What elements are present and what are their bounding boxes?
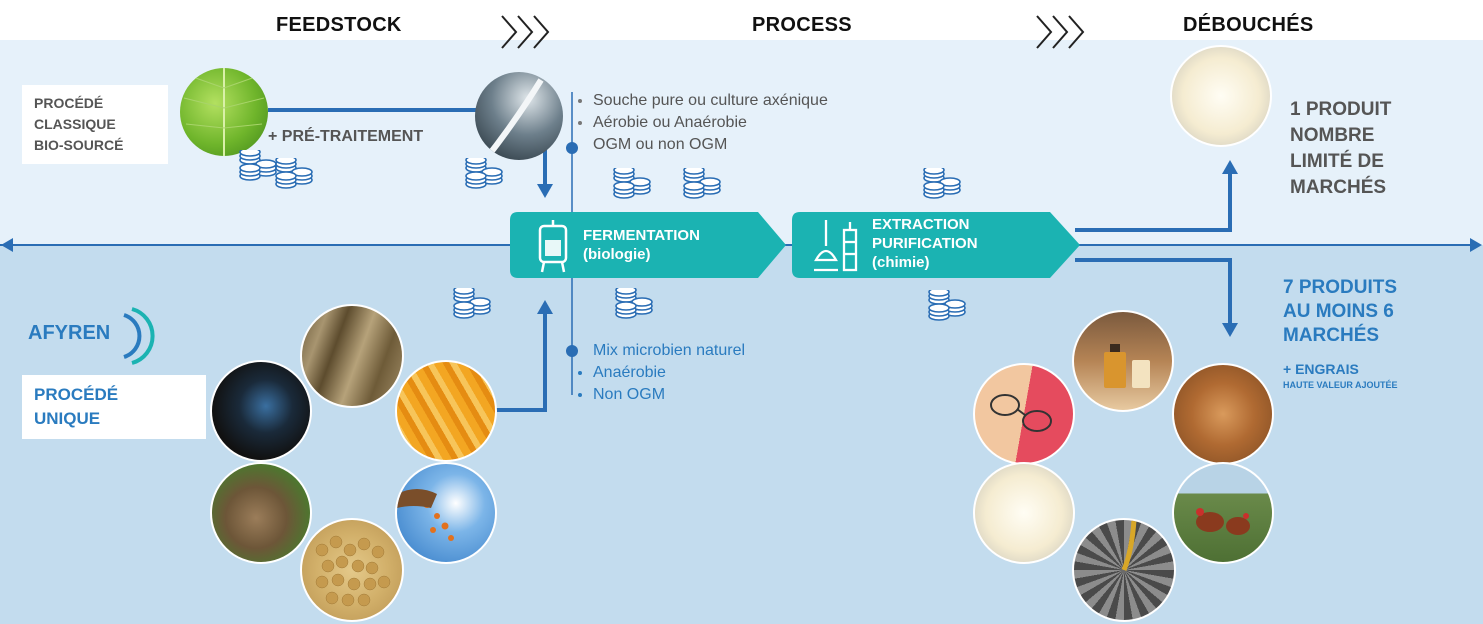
bullet-item: Aérobie ou Anaérobie xyxy=(593,114,747,131)
glasses-icon xyxy=(973,363,1075,465)
outcome-line: LIMITÉ DE xyxy=(1290,151,1384,172)
fertilizer-sublabel: HAUTE VALEUR AJOUTÉE xyxy=(1283,380,1398,390)
leaf-icon xyxy=(180,68,268,156)
fermentation-subtitle: (biologie) xyxy=(583,246,651,263)
bioreactor-icon xyxy=(538,220,568,273)
outcome-line: NOMBRE xyxy=(1290,125,1375,146)
soy-icon xyxy=(300,518,404,622)
chicken-icon xyxy=(1172,462,1274,564)
bullet-item: Anaérobie xyxy=(593,364,666,381)
fertilizer-label: + ENGRAIS xyxy=(1283,361,1359,377)
coins-icon xyxy=(923,168,961,199)
bullet-item: Non OGM xyxy=(593,386,666,403)
coins-icon xyxy=(615,288,653,319)
afyren-label-line: UNIQUE xyxy=(34,409,101,428)
coins-icon xyxy=(613,168,651,199)
outcome-line: 1 PRODUIT xyxy=(1290,99,1392,120)
header-debouches: DÉBOUCHÉS xyxy=(1183,14,1314,36)
grain-pour-icon xyxy=(395,462,497,564)
afyren-outcome: 7 PRODUITS AU MOINS 6 MARCHÉS xyxy=(1283,276,1397,348)
purification-title: PURIFICATION xyxy=(872,235,978,252)
header-feedstock: FEEDSTOCK xyxy=(276,14,402,36)
coins-icon xyxy=(239,150,277,181)
coins-icon xyxy=(928,290,966,321)
classic-outcome: 1 PRODUIT NOMBRE LIMITÉ DE MARCHÉS xyxy=(1290,97,1391,201)
outcome-line: 7 PRODUITS xyxy=(1283,277,1398,298)
classic-label-line: CLASSIQUE xyxy=(34,116,116,132)
distillation-icon xyxy=(814,220,858,272)
gear-oil-icon xyxy=(1072,518,1176,622)
classic-label: PROCÉDÉ CLASSIQUE BIO-SOURCÉ xyxy=(22,85,168,164)
classic-bullets: Souche pure ou culture axénique Aérobie … xyxy=(593,90,828,156)
bamboo-icon xyxy=(300,304,404,408)
corn-icon xyxy=(395,360,497,462)
bullet-dot xyxy=(578,393,582,397)
header-process: PROCESS xyxy=(752,14,852,36)
beet-icon xyxy=(210,462,312,564)
coins-icon xyxy=(683,168,721,199)
chevrons-icon xyxy=(1036,15,1085,49)
bullet-dot xyxy=(578,371,582,375)
classic-label-line: PROCÉDÉ xyxy=(34,95,104,111)
perfume-icon xyxy=(1072,310,1174,412)
coins-icon xyxy=(275,158,313,189)
cream-icon xyxy=(1170,45,1272,147)
cream-icon xyxy=(973,462,1075,564)
bullet-item: OGM ou non OGM xyxy=(593,136,728,153)
bread-icon xyxy=(1172,363,1274,465)
coins-icon xyxy=(453,288,491,319)
outcome-line: MARCHÉS xyxy=(1283,325,1380,346)
extraction-title: EXTRACTION xyxy=(872,216,970,233)
bullet-dot xyxy=(578,99,582,103)
water-icon xyxy=(210,360,312,462)
fermentation-title: FERMENTATION xyxy=(583,227,700,244)
chevrons-icon xyxy=(501,15,550,49)
bullet-dot xyxy=(578,121,582,125)
afyren-bullets: Mix microbien naturel Anaérobie Non OGM xyxy=(593,340,745,406)
outcome-line: MARCHÉS xyxy=(1290,177,1387,198)
coins-icon xyxy=(465,158,503,189)
afyren-label-line: PROCÉDÉ xyxy=(34,385,119,404)
classic-label-line: BIO-SOURCÉ xyxy=(34,137,124,153)
bullet-item: Souche pure ou culture axénique xyxy=(593,92,828,109)
outcome-line: AU MOINS 6 xyxy=(1283,301,1394,322)
afyren-logo: AFYREN xyxy=(28,322,111,344)
bullet-item: Mix microbien naturel xyxy=(593,342,746,359)
afyren-logo-arcs-icon xyxy=(123,307,155,365)
sugar-icon xyxy=(475,72,563,160)
pretreatment-label: + PRÉ-TRAITEMENT xyxy=(268,128,424,145)
afyren-label: PROCÉDÉ UNIQUE xyxy=(22,375,206,439)
extraction-subtitle: (chimie) xyxy=(872,254,930,271)
